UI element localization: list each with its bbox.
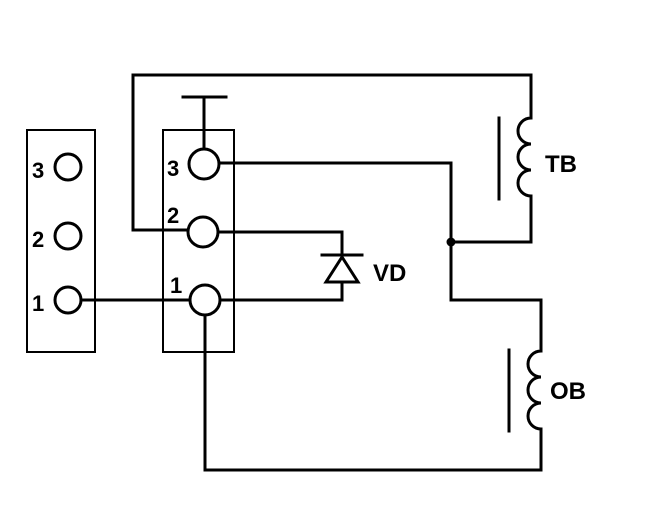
diode-triangle: [323, 254, 361, 284]
wires: [80, 73, 543, 472]
left-pin-3[interactable]: [53, 152, 83, 182]
right-pin-2-label: 2: [167, 203, 179, 228]
wire-pin1-to-ob-bottom: [203, 314, 543, 472]
diode-label: VD: [373, 260, 406, 287]
junction-dot: [446, 237, 456, 247]
left-pin-1[interactable]: [53, 285, 83, 315]
right-pin-3-label: 3: [167, 156, 179, 181]
left-connector-pins: 3 2 1: [32, 152, 83, 316]
wire-junction-to-tb-bottom: [449, 198, 533, 244]
right-connector-pins: 3 2 1: [167, 147, 222, 317]
coil-ob-winding: [526, 343, 543, 434]
diode-vd: [320, 253, 364, 284]
coil-tb-winding: [516, 108, 533, 202]
coil-tb-label: TB: [545, 151, 577, 178]
left-pin-1-label: 1: [32, 291, 44, 316]
coil-ob-label: OB: [550, 378, 586, 405]
coil-tb: [497, 108, 533, 202]
left-pin-3-label: 3: [32, 158, 44, 183]
wire-pin2-to-diode: [216, 230, 344, 257]
left-pin-2-label: 2: [32, 227, 44, 252]
coil-ob: [507, 343, 543, 434]
right-pin-3[interactable]: [187, 147, 221, 181]
wire-pin2-to-tb-top: [131, 73, 533, 232]
wire-pin1-to-diode: [218, 280, 344, 302]
right-pin-1[interactable]: [188, 283, 222, 317]
left-pin-2[interactable]: [53, 221, 83, 251]
right-pin-1-label: 1: [170, 273, 182, 298]
right-pin-2[interactable]: [186, 215, 220, 249]
wire-pin3-to-ob: [218, 161, 543, 347]
